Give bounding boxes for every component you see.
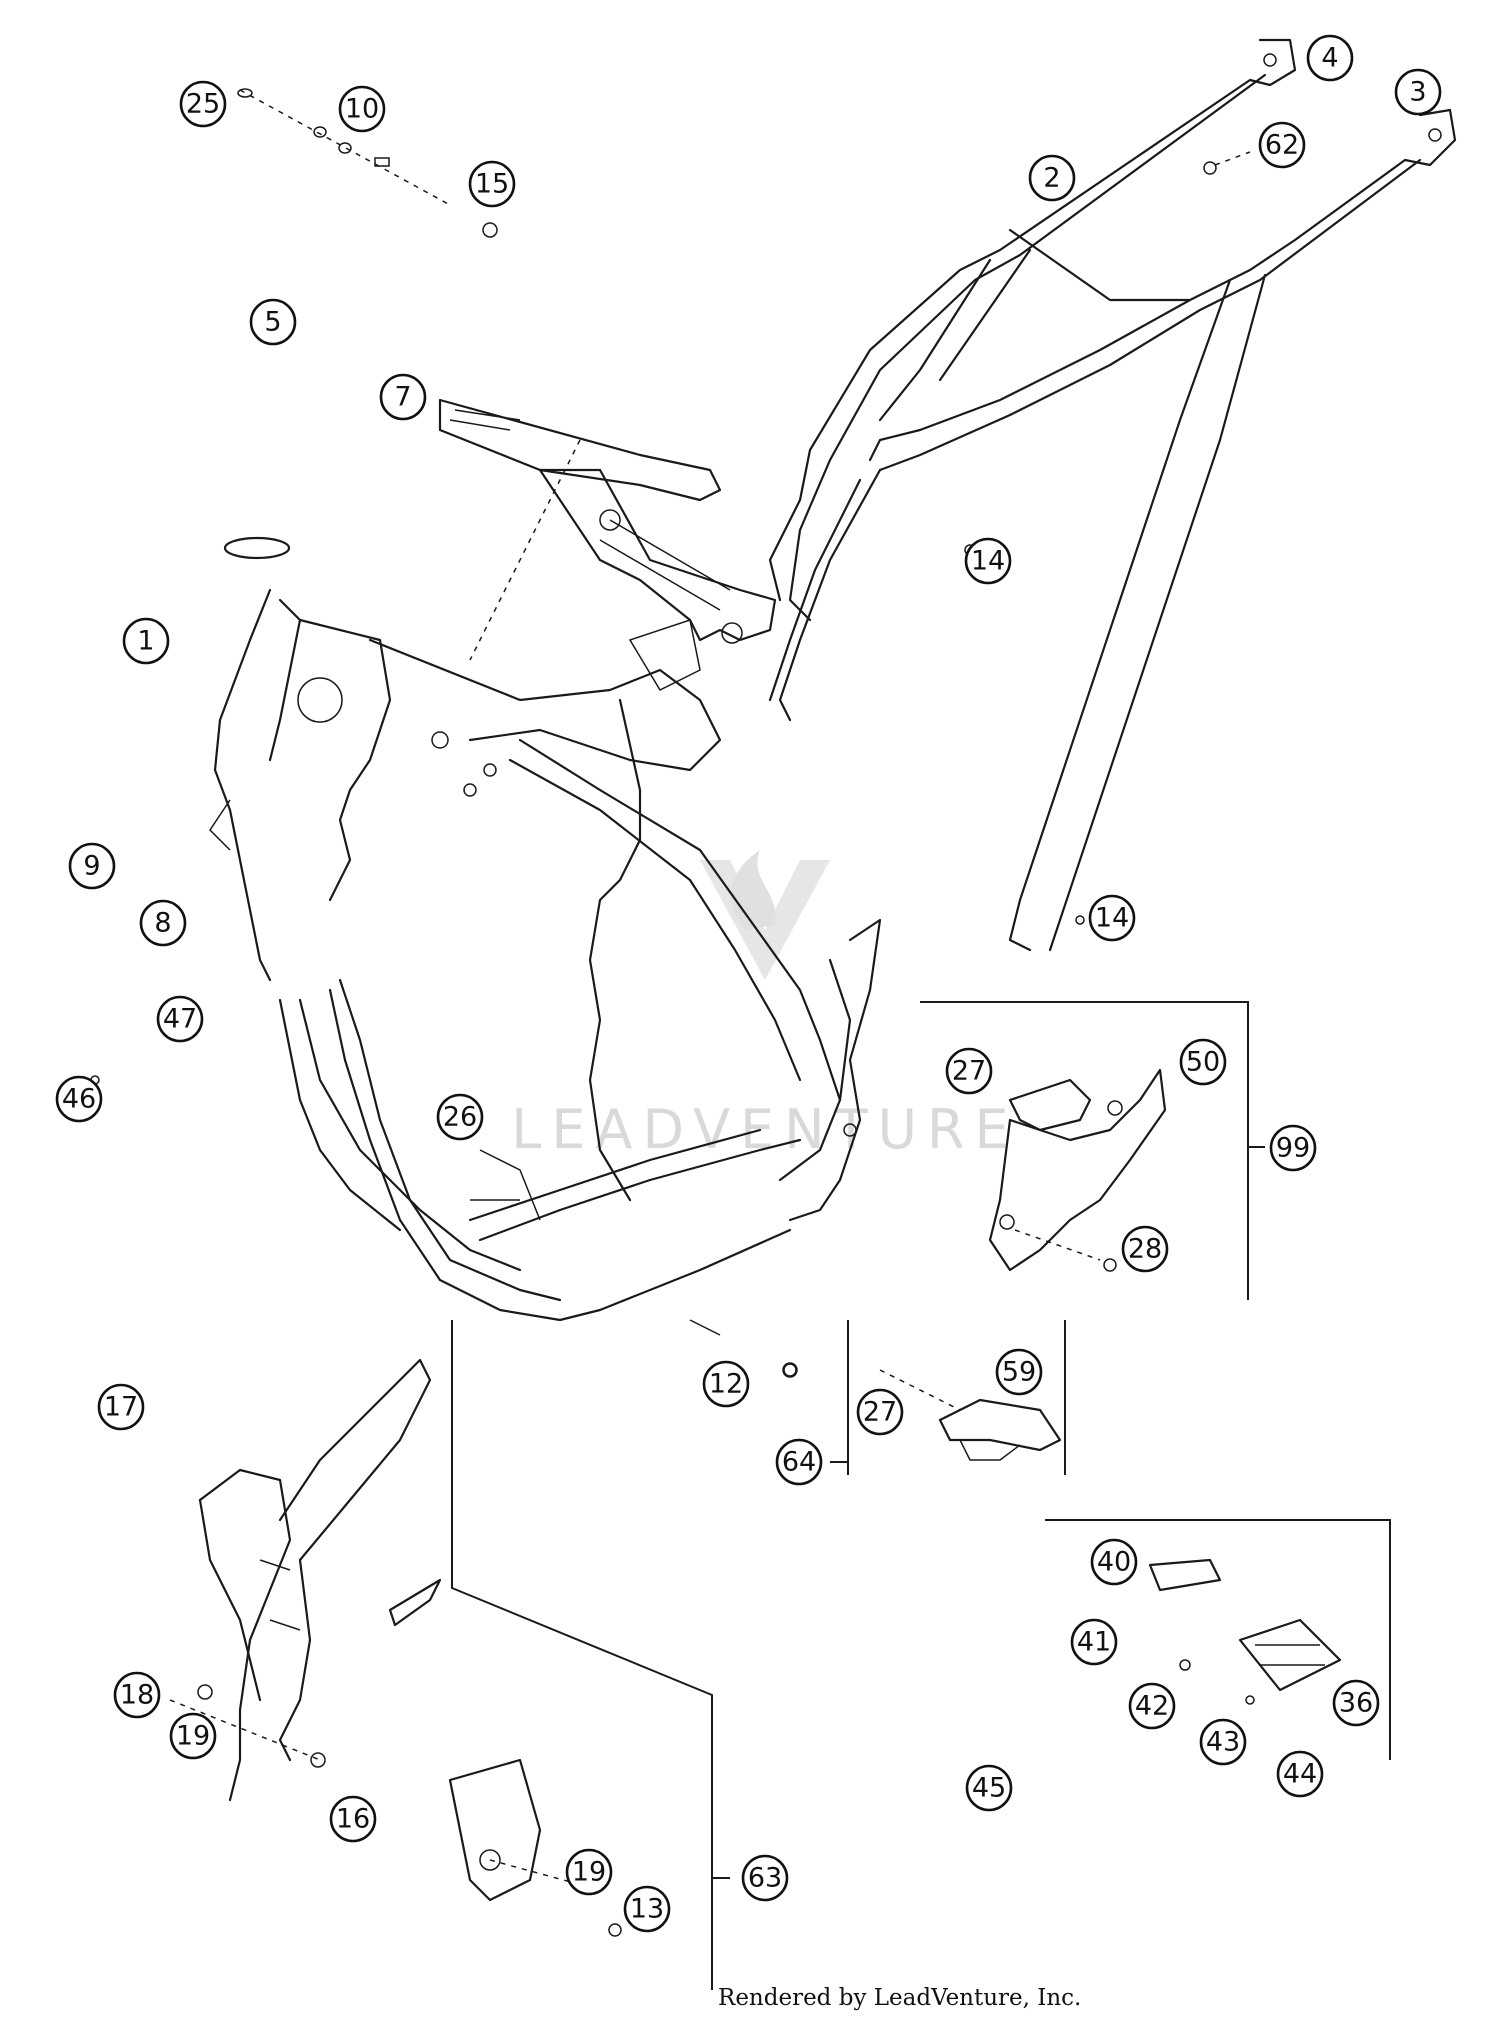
callout-50: 50	[1179, 1038, 1227, 1086]
svg-text:46: 46	[62, 1084, 96, 1115]
callout-59: 59	[995, 1348, 1043, 1396]
svg-text:28: 28	[1128, 1234, 1162, 1265]
small-hardware	[90, 544, 1085, 1378]
callout-25: 25	[179, 80, 227, 128]
callout-62: 62	[1258, 121, 1306, 169]
svg-text:7: 7	[394, 382, 411, 413]
svg-text:15: 15	[475, 169, 509, 200]
svg-text:64: 64	[782, 1447, 816, 1478]
group-bracket-63	[451, 1320, 730, 1990]
group-bracket-99	[920, 1001, 1265, 1300]
callout-3: 3	[1394, 68, 1442, 116]
svg-text:50: 50	[1186, 1047, 1220, 1078]
callout-41: 41	[1070, 1618, 1118, 1666]
svg-text:40: 40	[1097, 1547, 1131, 1578]
side-stand-part	[169, 1358, 442, 1802]
steering-bolt-assembly	[237, 88, 498, 238]
group-bracket-64	[830, 1320, 1066, 1475]
footpeg-part	[1148, 1558, 1342, 1705]
callout-28: 28	[1121, 1225, 1169, 1273]
callout-14-upper: 14	[964, 537, 1012, 585]
callout-17: 17	[97, 1383, 145, 1431]
svg-text:99: 99	[1276, 1133, 1310, 1164]
group-bracket-footpeg	[1045, 1519, 1391, 1760]
svg-text:13: 13	[630, 1894, 664, 1925]
watermark: LEADVENTURE	[511, 850, 1018, 1161]
svg-text:27: 27	[863, 1397, 897, 1428]
callout-99: 99	[1269, 1124, 1317, 1172]
callout-44: 44	[1276, 1750, 1324, 1798]
svg-text:62: 62	[1265, 130, 1299, 161]
svg-text:4: 4	[1321, 43, 1338, 74]
top-bracket-part	[438, 398, 777, 661]
mount-plate-part	[448, 1758, 622, 1937]
svg-text:25: 25	[186, 89, 220, 120]
callout-5: 5	[249, 298, 297, 346]
svg-text:18: 18	[120, 1680, 154, 1711]
callout-19-right: 19	[565, 1848, 613, 1896]
svg-text:1: 1	[137, 626, 154, 657]
callout-10: 10	[338, 85, 386, 133]
callout-18: 18	[113, 1671, 161, 1719]
callout-19-left: 19	[169, 1712, 217, 1760]
callout-15: 15	[468, 160, 516, 208]
callout-8: 8	[139, 899, 187, 947]
callout-1: 1	[122, 617, 170, 665]
callout-42: 42	[1128, 1682, 1176, 1730]
callout-36: 36	[1332, 1679, 1380, 1727]
footpeg-bracket-part	[988, 1068, 1167, 1272]
svg-text:5: 5	[264, 307, 281, 338]
svg-text:8: 8	[154, 908, 171, 939]
callout-27-lower: 27	[856, 1388, 904, 1436]
svg-text:19: 19	[176, 1721, 210, 1752]
callout-16: 16	[329, 1795, 377, 1843]
callout-13: 13	[623, 1885, 671, 1933]
callout-47: 47	[156, 995, 204, 1043]
svg-text:3: 3	[1409, 77, 1426, 108]
svg-text:14: 14	[971, 546, 1005, 577]
callout-27-upper: 27	[945, 1047, 993, 1095]
footer-credit: Rendered by LeadVenture, Inc.	[718, 1985, 1081, 2011]
guard-part	[783, 1363, 1062, 1461]
svg-text:26: 26	[443, 1102, 477, 1133]
svg-text:14: 14	[1095, 903, 1129, 934]
svg-text:43: 43	[1206, 1727, 1240, 1758]
svg-text:27: 27	[952, 1056, 986, 1087]
svg-text:19: 19	[572, 1857, 606, 1888]
svg-text:63: 63	[748, 1863, 782, 1894]
callout-7: 7	[379, 373, 427, 421]
svg-text:12: 12	[709, 1369, 743, 1400]
svg-text:10: 10	[345, 94, 379, 125]
callout-43: 43	[1199, 1718, 1247, 1766]
callout-63: 63	[741, 1854, 789, 1902]
callout-45: 45	[965, 1764, 1013, 1812]
svg-text:17: 17	[104, 1392, 138, 1423]
svg-text:16: 16	[336, 1804, 370, 1835]
svg-text:45: 45	[972, 1773, 1006, 1804]
callout-46: 46	[55, 1075, 103, 1123]
svg-text:2: 2	[1043, 163, 1060, 194]
svg-text:47: 47	[163, 1004, 197, 1035]
svg-text:44: 44	[1283, 1759, 1317, 1790]
watermark-flame-icon	[730, 850, 776, 930]
callout-26: 26	[436, 1093, 484, 1141]
callout-40: 40	[1090, 1538, 1138, 1586]
svg-text:9: 9	[83, 851, 100, 882]
callout-14-lower: 14	[1088, 894, 1136, 942]
callout-9: 9	[68, 842, 116, 890]
main-frame-part	[209, 536, 882, 1322]
subframe-part	[768, 38, 1457, 952]
svg-text:42: 42	[1135, 1691, 1169, 1722]
callout-12: 12	[702, 1360, 750, 1408]
callout-2: 2	[1028, 154, 1076, 202]
watermark-text: LEADVENTURE	[511, 1098, 1018, 1161]
callout-64: 64	[775, 1438, 823, 1486]
callout-4: 4	[1306, 34, 1354, 82]
svg-text:59: 59	[1002, 1357, 1036, 1388]
svg-text:41: 41	[1077, 1627, 1111, 1658]
svg-text:36: 36	[1339, 1688, 1373, 1719]
